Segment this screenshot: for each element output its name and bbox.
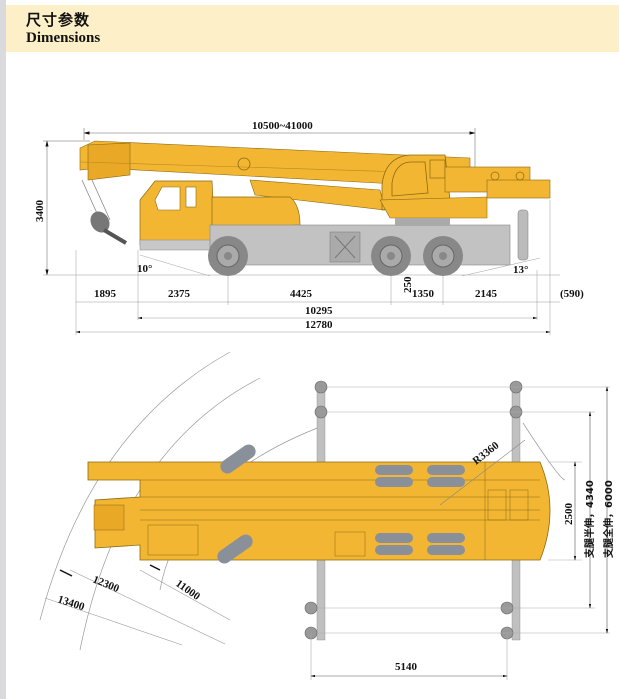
outrigger-span-label: 5140 <box>395 661 418 673</box>
front-wheel <box>208 236 248 276</box>
section-title-cn: 尺寸参数 <box>26 11 91 29</box>
radius-12300-label: 12300 <box>91 574 121 596</box>
height-label: 3400 <box>34 200 46 223</box>
departure-angle-label: 13° <box>513 264 528 276</box>
outrigger-full-label: 支腿全伸，6000 <box>602 480 615 559</box>
segment-1895: 1895 <box>94 288 117 300</box>
section-title-en: Dimensions <box>26 30 101 46</box>
width-label: 2500 <box>563 503 575 526</box>
wheelbase-total-label: 10295 <box>305 305 333 317</box>
ground-clearance-label: 250 <box>402 276 414 293</box>
segment-2145: 2145 <box>475 288 498 300</box>
overall-length-label: 12780 <box>305 319 333 331</box>
section-header <box>6 5 619 52</box>
segment-2375: 2375 <box>168 288 191 300</box>
segment-590: (590) <box>560 288 584 300</box>
segment-1350: 1350 <box>412 288 435 300</box>
outrigger-half-label: 支腿半伸，4340 <box>583 480 596 559</box>
boom-length-label: 10500~41000 <box>252 120 313 132</box>
page-left-border <box>0 0 6 699</box>
segment-labels: 1895 2375 4425 1350 2145 (590) <box>94 288 584 300</box>
segment-4425: 4425 <box>290 288 313 300</box>
approach-angle-label: 10° <box>137 263 152 275</box>
radius-13400-label: 13400 <box>56 593 86 613</box>
radius-11000-label: 11000 <box>173 578 202 604</box>
